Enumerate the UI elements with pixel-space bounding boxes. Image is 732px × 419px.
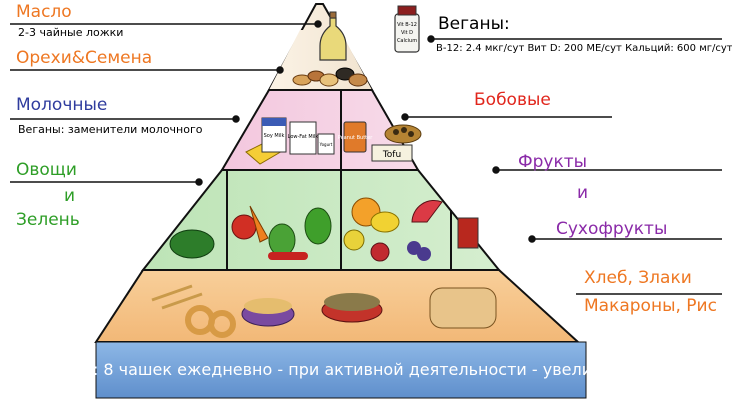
dairy-label: Молочные (16, 95, 108, 115)
svg-text:Calcium: Calcium (397, 38, 417, 44)
svg-text:Tofu: Tofu (382, 150, 401, 160)
dairy-note: Веганы: заменители молочного (18, 123, 203, 136)
legumes-label: Бобовые (474, 90, 551, 110)
vegetables-label-line3: Зелень (16, 210, 80, 230)
fruits-label-line1: Фрукты (518, 152, 588, 172)
vegetables-foods-icon (169, 205, 332, 260)
svg-text:Soy Milk: Soy Milk (264, 133, 285, 139)
svg-text:Vit D: Vit D (401, 30, 413, 36)
oil-bottle-icon (319, 11, 347, 61)
svg-text:Peanut Butter: Peanut Butter (338, 135, 373, 141)
fruits-label-line3: Сухофрукты (556, 219, 668, 239)
grains-foods-icon (151, 284, 497, 338)
nuts-seeds-icon (292, 67, 368, 87)
svg-text:Vit B-12: Vit B-12 (397, 22, 417, 28)
vegans-label: Веганы: (438, 14, 510, 34)
grains-label-line2: Макароны, Рис (584, 296, 717, 316)
svg-text:Low-Fat Milk: Low-Fat Milk (288, 134, 319, 140)
grains-label-line1: Хлеб, Злаки (584, 268, 692, 288)
fruits-foods-icon (343, 197, 479, 262)
svg-text:Yogurt: Yogurt (319, 142, 333, 147)
connector-lines (10, 20, 722, 295)
fruits-label-line2: и (577, 183, 589, 203)
supplements-bottle-icon: Vit B-12 Vit D Calcium (394, 5, 420, 53)
water-base (95, 341, 587, 399)
dairy-foods-icon: Soy Milk Low-Fat Milk Yogurt (245, 117, 335, 165)
oil-note: 2-3 чайные ложки (18, 26, 124, 39)
oil-label: Масло (16, 2, 72, 22)
vegetables-label-line1: Овощи (16, 160, 77, 180)
vegetables-label-line2: и (64, 186, 76, 206)
legumes-foods-icon: Peanut Butter Tofu (338, 121, 422, 162)
vegans-note: B-12: 2.4 мкг/сут Вит D: 200 МЕ/сут Каль… (436, 43, 732, 54)
water-caption: Вода: 8 чашек ежедневно - при активной д… (51, 359, 631, 379)
nuts-label: Орехи&Семена (16, 48, 153, 68)
